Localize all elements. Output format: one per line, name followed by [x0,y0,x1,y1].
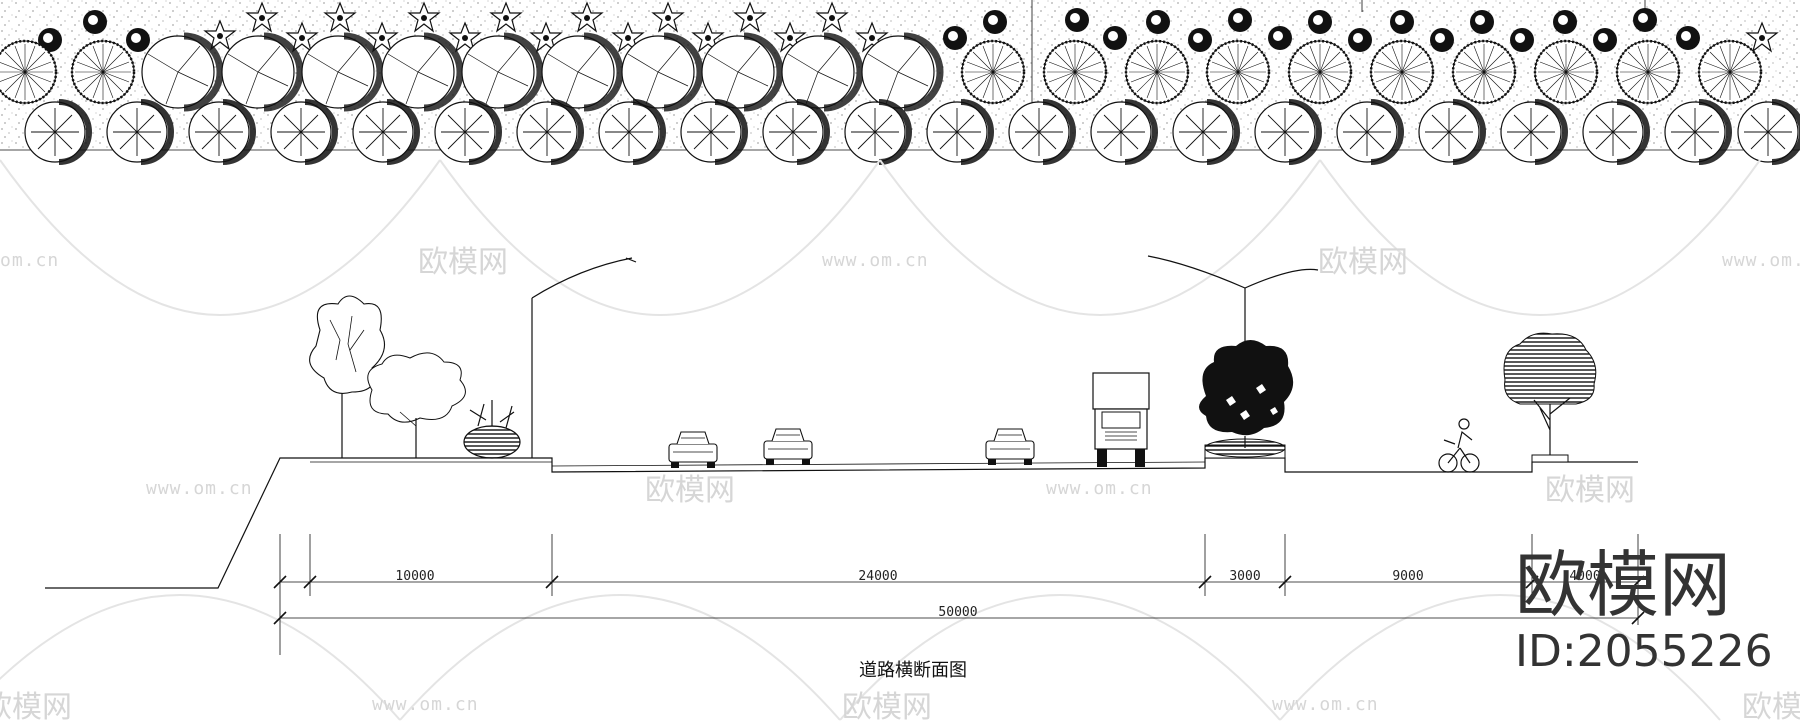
dimension-labels: 10000 24000 3000 9000 4000 50000 [395,569,1600,620]
car-icon [668,428,1035,469]
svg-text:欧模网: 欧模网 [1545,473,1635,508]
street-lamp-icon [531,255,1319,458]
dimension-label: 10000 [395,569,434,584]
dimension-label: 9000 [1392,569,1423,584]
dimension-label: 3000 [1229,569,1260,584]
brand-id: ID:2055226 [1515,626,1773,677]
dimension-label: 24000 [858,569,897,584]
svg-text:欧模网: 欧模网 [1742,690,1800,725]
truck-icon [1092,372,1150,467]
watermark-texts: 欧模网 欧模网 欧模网 欧模网 欧模网 欧模网 欧模网 www.om.cn ww… [0,245,1800,725]
dimension-lines [273,534,1645,655]
sidewalk-tree-icon [1503,332,1597,463]
road-cross-section [45,255,1638,589]
dimension-total-label: 50000 [938,605,977,620]
svg-text:om.cn: om.cn [0,250,59,271]
svg-text:欧模网: 欧模网 [0,690,72,725]
svg-text:欧模网: 欧模网 [418,245,508,280]
svg-text:www.om.cn: www.om.cn [1722,250,1800,271]
median-tree-icon [1199,340,1294,459]
ground-profile [45,457,1638,589]
svg-text:www.om.cn: www.om.cn [1046,478,1153,499]
brand-logo-text: 欧模网 [1515,543,1731,627]
svg-text:www.om.cn: www.om.cn [822,250,929,271]
svg-text:欧模网: 欧模网 [645,473,735,508]
drawing-caption: 道路横断面图 [859,660,967,681]
svg-text:www.om.cn: www.om.cn [372,694,479,715]
tree-plan-icon [0,36,1763,108]
svg-text:欧模网: 欧模网 [842,690,932,725]
cyclist-icon [1438,418,1480,473]
watermark-arcs [0,159,1761,721]
svg-text:www.om.cn: www.om.cn [1272,694,1379,715]
plan-view-strip [0,0,1800,162]
svg-text:欧模网: 欧模网 [1318,245,1408,280]
dimension-label: 4000 [1569,569,1600,584]
svg-text:www.om.cn: www.om.cn [146,478,253,499]
tree-elevation-icon [309,295,521,459]
